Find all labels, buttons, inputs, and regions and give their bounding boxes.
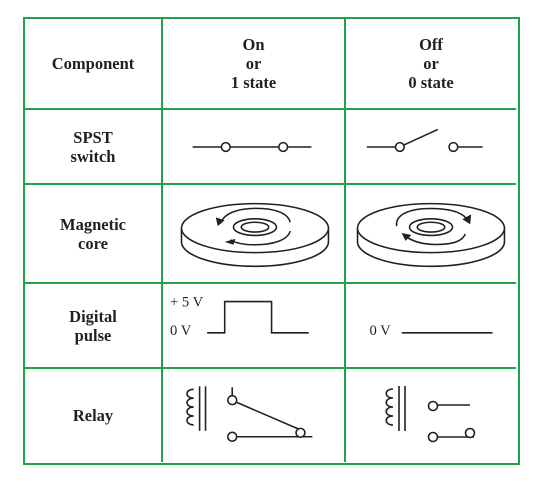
magnetic-core-counterclockwise-icon (356, 202, 506, 268)
row-spst-line2: switch (70, 146, 116, 166)
relay-open-icon (385, 386, 476, 443)
row-pulse-line1: Digital (69, 306, 117, 326)
pulse-waveform (207, 300, 309, 334)
spst-switch-open-icon (366, 128, 483, 153)
row-core-label: Magnetic core (60, 215, 126, 253)
relay-closed-icon (186, 386, 313, 443)
header-off-line1: Off (419, 35, 443, 54)
row-core-label-cell: Magnetic core (25, 185, 163, 284)
row-relay-label: Relay (72, 406, 114, 425)
row-relay-off-cell (346, 369, 516, 462)
row-core-on-cell (163, 185, 346, 284)
pulse-high-label: + 5 V (170, 294, 204, 310)
spst-switch-closed-icon (192, 141, 312, 153)
row-relay-on-cell (163, 369, 346, 462)
header-off-line2: or (423, 54, 439, 73)
row-spst-label: SPST switch (71, 128, 116, 166)
row-pulse-off-cell: 0 V (346, 284, 516, 369)
header-off-cell: Off or 0 state (346, 19, 516, 110)
row-spst-off-cell (346, 110, 516, 185)
pulse-low-label: 0 V (170, 323, 192, 339)
header-off-line3: 0 state (408, 73, 454, 92)
flat-line-icon: 0 V (369, 323, 493, 339)
row-pulse-label-cell: Digital pulse (25, 284, 163, 369)
header-on-cell: On or 1 state (163, 19, 346, 110)
header-component-cell: Component (25, 19, 163, 110)
row-spst-line1: SPST (73, 127, 113, 147)
header-on-line1: On (242, 35, 265, 54)
header-on-line2: or (245, 54, 262, 73)
row-spst-on-cell (163, 110, 346, 185)
row-pulse-line2: pulse (74, 325, 112, 345)
header-on-state: On or 1 state (231, 35, 276, 92)
row-core-line1: Magnetic (60, 214, 126, 234)
row-relay-label-cell: Relay (25, 369, 163, 462)
pulse-off-label: 0 V (369, 323, 391, 339)
row-core-line2: core (78, 233, 108, 253)
row-pulse-label: Digital pulse (69, 307, 117, 345)
header-off-state: Off or 0 state (408, 35, 453, 92)
square-pulse-icon: + 5 V 0 V (170, 294, 309, 339)
magnetic-core-clockwise-icon (180, 202, 330, 268)
header-component: Component (51, 54, 135, 73)
header-on-line3: 1 state (230, 73, 277, 92)
state-table: Component On or 1 state Off or 0 state S… (23, 17, 520, 465)
row-pulse-on-cell: + 5 V 0 V (163, 284, 346, 369)
row-core-off-cell (346, 185, 516, 284)
row-spst-label-cell: SPST switch (25, 110, 163, 185)
